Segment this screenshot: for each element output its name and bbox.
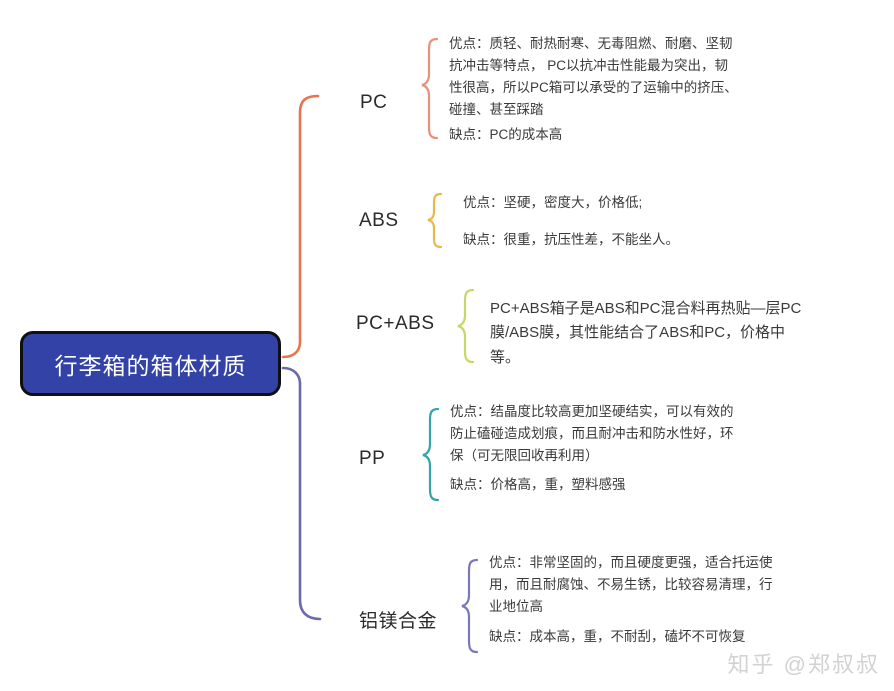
watermark: 知乎 @郑叔叔 [727,652,880,677]
detail-pp-pros: 优点：结晶度比较高更加坚硬结实，可以有效的 防止磕碰造成划痕，而且耐冲击和防水性… [450,404,734,463]
branch-title-pp[interactable]: PP [359,448,386,469]
trunk-lower [281,366,322,621]
detail-abs-pros: 优点：坚硬，密度大，价格低; [463,195,643,210]
branch-title-al-mg[interactable]: 铝镁合金 [359,611,438,632]
detail-pc-cons: 缺点：PC的成本高 [449,127,563,142]
trunk-upper [281,94,320,359]
brace-pc-abs [457,288,475,364]
branch-title-abs[interactable]: ABS [359,210,399,231]
detail-al-mg-cons: 缺点：成本高，重，不耐刮，磕坏不可恢复 [489,629,746,644]
brace-pc [421,37,439,140]
branch-title-pc[interactable]: PC [360,92,388,113]
detail-al-mg-pros: 优点：非常坚固的，而且硬度更强，适合托运使 用，而且耐腐蚀、不易生锈，比较容易清… [489,555,773,614]
detail-pc-pros: 优点：质轻、耐热耐寒、无毒阻燃、耐磨、坚韧 抗冲击等特点， PC以抗冲击性能最为… [449,36,738,117]
branch-title-pc-abs[interactable]: PC+ABS [356,313,435,334]
detail-abs-cons: 缺点：很重，抗压性差，不能坐人。 [463,232,679,247]
brace-pp [422,407,440,502]
root-node-label: 行李箱的箱体材质 [54,352,247,379]
brace-al-mg [461,558,479,654]
root-node[interactable]: 行李箱的箱体材质 [20,331,281,396]
detail-pc-abs-desc: PC+ABS箱子是ABS和PC混合料再热贴—层PC 膜/ABS膜，其性能结合了A… [490,300,802,366]
brace-abs [427,192,443,249]
detail-pp-cons: 缺点：价格高，重，塑料感强 [450,477,626,492]
